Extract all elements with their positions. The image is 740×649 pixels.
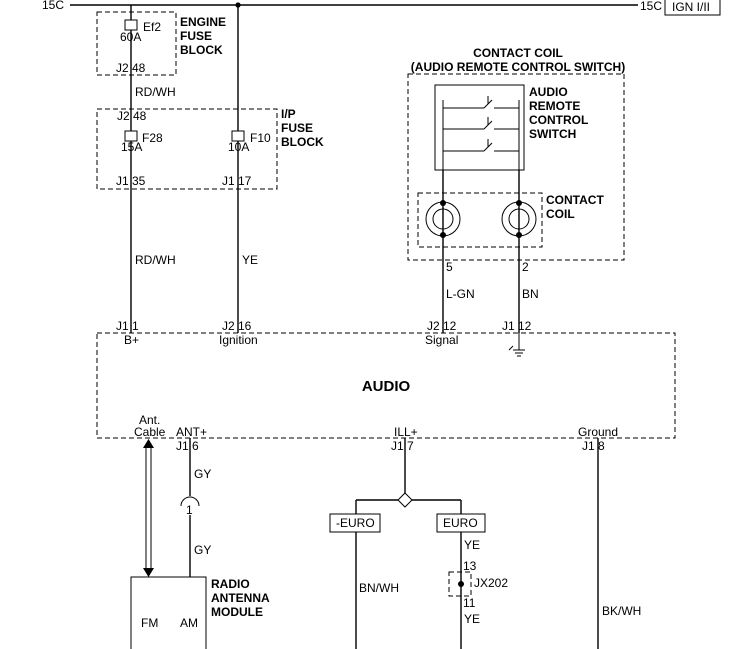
jx202-pin-top: 13 <box>463 559 477 573</box>
antenna-module-title-2: ANTENNA <box>211 591 270 605</box>
ip-fuse-block-title-1: I/P <box>281 107 296 121</box>
wire-bn: BN <box>522 287 539 301</box>
f10-pin: J1 17 <box>222 174 252 188</box>
ef2-pin: J2 48 <box>116 61 146 75</box>
audio-pin-ignition-label: Ignition <box>219 333 258 347</box>
wire-rdwh-2: RD/WH <box>135 253 176 267</box>
antenna-module-box <box>130 576 207 649</box>
remote-switch-title-1: AUDIO <box>529 85 568 99</box>
antenna-am: AM <box>180 616 198 630</box>
audio-pin-ground: J1 8 <box>582 439 605 453</box>
f10-fuse-rating: 10A <box>228 140 249 154</box>
contact-coil-header-1: CONTACT COIL <box>473 46 563 60</box>
wire-ye-3: YE <box>464 612 480 626</box>
contact-coil-title-1: CONTACT <box>546 193 604 207</box>
wires <box>130 5 520 333</box>
ign-label: IGN I/II <box>672 0 710 14</box>
ip-fuse-block-title-2: FUSE <box>281 121 313 135</box>
wire-bnwh: BN/WH <box>359 581 399 595</box>
ant-cable-label-2: Cable <box>134 425 166 439</box>
wire-gy-2: GY <box>194 543 211 557</box>
f28-pin: J1 35 <box>116 174 146 188</box>
wire-rdwh-1: RD/WH <box>135 85 176 99</box>
option-euro: EURO <box>443 516 478 530</box>
jx202-name: JX202 <box>474 576 508 590</box>
remote-switch-title-4: SWITCH <box>529 127 576 141</box>
audio-pin-b-plus: J1 1 <box>116 319 139 333</box>
antenna-module-title-1: RADIO <box>211 577 250 591</box>
ip-fuse-block: J2 48 F28 15A J1 35 F10 10A J1 17 I/P FU… <box>96 107 324 190</box>
audio-pin-ill-label: ILL+ <box>394 425 418 439</box>
audio-pin-signal: J2 12 <box>427 319 457 333</box>
coil-pin-right: 2 <box>522 260 529 274</box>
option-not-euro: -EURO <box>336 516 375 530</box>
audio-pin-ant: J1 6 <box>176 439 199 453</box>
antenna-connector-num: 1 <box>186 503 193 517</box>
engine-fuse-block-title-1: ENGINE <box>180 15 226 29</box>
ef2-fuse-rating: 60A <box>120 30 141 44</box>
f28-fuse-rating: 15A <box>121 140 142 154</box>
engine-fuse-block-title-2: FUSE <box>180 29 212 43</box>
f28-fuse-name: F28 <box>142 131 163 145</box>
ip-fuse-block-title-3: BLOCK <box>281 135 324 149</box>
audio-pin-b-plus-label: B+ <box>124 333 139 347</box>
audio-pin-signal-label: Signal <box>425 333 458 347</box>
engine-fuse-block: Ef2 60A J2 48 ENGINE FUSE BLOCK <box>96 11 226 76</box>
antenna-section: GY 1 GY FM AM RADIO ANTENNA MODULE <box>130 438 270 649</box>
antenna-module-title-3: MODULE <box>211 605 263 619</box>
wire-ye-1: YE <box>242 253 258 267</box>
engine-fuse-block-title-3: BLOCK <box>180 43 223 57</box>
audio-pin-ill: J1 7 <box>391 439 414 453</box>
power-bus: 15C 15C IGN I/II <box>42 0 721 16</box>
wire-lgn: L-GN <box>446 287 475 301</box>
option-euro-excluded-box <box>329 513 381 533</box>
f10-fuse-name: F10 <box>250 131 271 145</box>
audio-pin-ground-label: Ground <box>578 425 618 439</box>
bus-right-label: 15C <box>640 0 662 13</box>
coil-pin-left: 5 <box>446 260 453 274</box>
antenna-fm: FM <box>141 616 158 630</box>
wire-bkwh: BK/WH <box>602 604 641 618</box>
audio-pin-bn: J1 12 <box>502 319 532 333</box>
ant-cable-label-1: Ant. <box>139 413 160 427</box>
contact-coil-title-2: COIL <box>546 207 575 221</box>
remote-switch-title-2: REMOTE <box>529 99 580 113</box>
wire-gy-1: GY <box>194 467 211 481</box>
audio-unit: AUDIO J1 1 B+ J2 16 Ignition J2 12 Signa… <box>96 319 676 453</box>
remote-switch-title-3: CONTROL <box>529 113 588 127</box>
remote-switch-box <box>434 84 525 171</box>
audio-pin-ignition: J2 16 <box>222 319 252 333</box>
bus-left-label: 15C <box>42 0 64 12</box>
ip-top-pin: J2 48 <box>117 109 147 123</box>
wire-ye-2: YE <box>464 538 480 552</box>
audio-title: AUDIO <box>362 378 411 395</box>
ef2-fuse-name: Ef2 <box>143 20 161 34</box>
contact-coil-assembly: CONTACT COIL (AUDIO REMOTE CONTROL SWITC… <box>407 46 625 274</box>
ill-section: -EURO EURO BN/WH YE 13 JX202 11 YE <box>329 438 508 649</box>
jx202-pin-bottom: 11 <box>463 596 476 610</box>
contact-coil-header-2: (AUDIO REMOTE CONTROL SWITCH) <box>411 60 625 74</box>
ground-section: BK/WH <box>597 438 641 649</box>
audio-pin-ant-label: ANT+ <box>176 425 207 439</box>
